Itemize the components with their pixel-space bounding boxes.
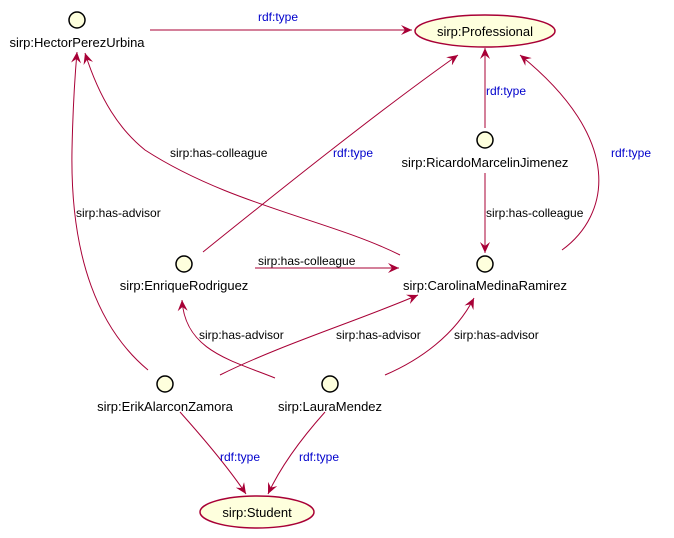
edge-label-carolina-type: rdf:type	[611, 146, 651, 160]
node-carolina-medina-ramirez[interactable]: sirp:CarolinaMedinaRamirez	[403, 255, 567, 293]
edge-erik-advisor-carolina	[219, 294, 419, 376]
edge-label-laura-advisor-carolina: sirp:has-advisor	[454, 328, 539, 342]
edge-erik-type-student	[179, 411, 247, 495]
node-label: sirp:LauraMendez	[278, 399, 382, 414]
edge-label-carolina-colleague-hector: sirp:has-colleague	[170, 146, 268, 160]
edge-label-enrique-colleague-carolina: sirp:has-colleague	[258, 254, 356, 268]
edge-label-erik-advisor-carolina: sirp:has-advisor	[336, 328, 421, 342]
edge-carolina-colleague-hector	[83, 52, 401, 256]
node-label: sirp:ErikAlarconZamora	[97, 399, 234, 414]
class-ellipse	[199, 495, 315, 529]
edge-laura-type-student	[267, 411, 326, 495]
node-ricardo-marcelin-jimenez[interactable]: sirp:RicardoMarcelinJimenez	[402, 131, 569, 170]
instance-icon	[175, 255, 193, 273]
node-hector-perez-urbina[interactable]: sirp:HectorPerezUrbina	[9, 11, 145, 50]
node-label: sirp:HectorPerezUrbina	[9, 35, 145, 50]
node-professional-class[interactable]: sirp:Professional	[414, 14, 556, 48]
edge-laura-advisor-carolina	[384, 297, 475, 376]
instance-icon	[476, 131, 494, 149]
node-label: sirp:Professional	[437, 24, 533, 39]
edge-label-ricardo-colleague-carolina: sirp:has-colleague	[486, 206, 584, 220]
edge-label-erik-type: rdf:type	[220, 450, 260, 464]
edge-label-ricardo-type: rdf:type	[486, 84, 526, 98]
node-label: sirp:RicardoMarcelinJimenez	[402, 155, 569, 170]
instance-icon	[68, 11, 86, 29]
node-label: sirp:CarolinaMedinaRamirez	[403, 278, 567, 293]
edge-label-erik-advisor-hector: sirp:has-advisor	[76, 206, 161, 220]
edge-label-laura-type: rdf:type	[299, 450, 339, 464]
edge-label-hector-type: rdf:type	[258, 10, 298, 24]
edge-erik-advisor-hector	[71, 51, 149, 371]
node-erik-alarcon-zamora[interactable]: sirp:ErikAlarconZamora	[97, 375, 234, 414]
edge-carolina-type-professional	[519, 54, 600, 251]
edge-laura-advisor-enrique	[177, 299, 276, 379]
node-laura-mendez[interactable]: sirp:LauraMendez	[278, 375, 382, 414]
instance-icon	[476, 255, 494, 273]
edge-label-enrique-type: rdf:type	[333, 146, 373, 160]
instance-icon	[321, 375, 339, 393]
class-ellipse	[414, 14, 556, 48]
edge-label-laura-advisor-enrique: sirp:has-advisor	[199, 328, 284, 342]
edge-enrique-type-professional	[202, 54, 459, 253]
node-label: sirp:Student	[222, 505, 292, 520]
node-student-class[interactable]: sirp:Student	[199, 495, 315, 529]
node-enrique-rodriguez[interactable]: sirp:EnriqueRodriguez	[120, 255, 249, 293]
node-label: sirp:EnriqueRodriguez	[120, 278, 249, 293]
instance-icon	[156, 375, 174, 393]
